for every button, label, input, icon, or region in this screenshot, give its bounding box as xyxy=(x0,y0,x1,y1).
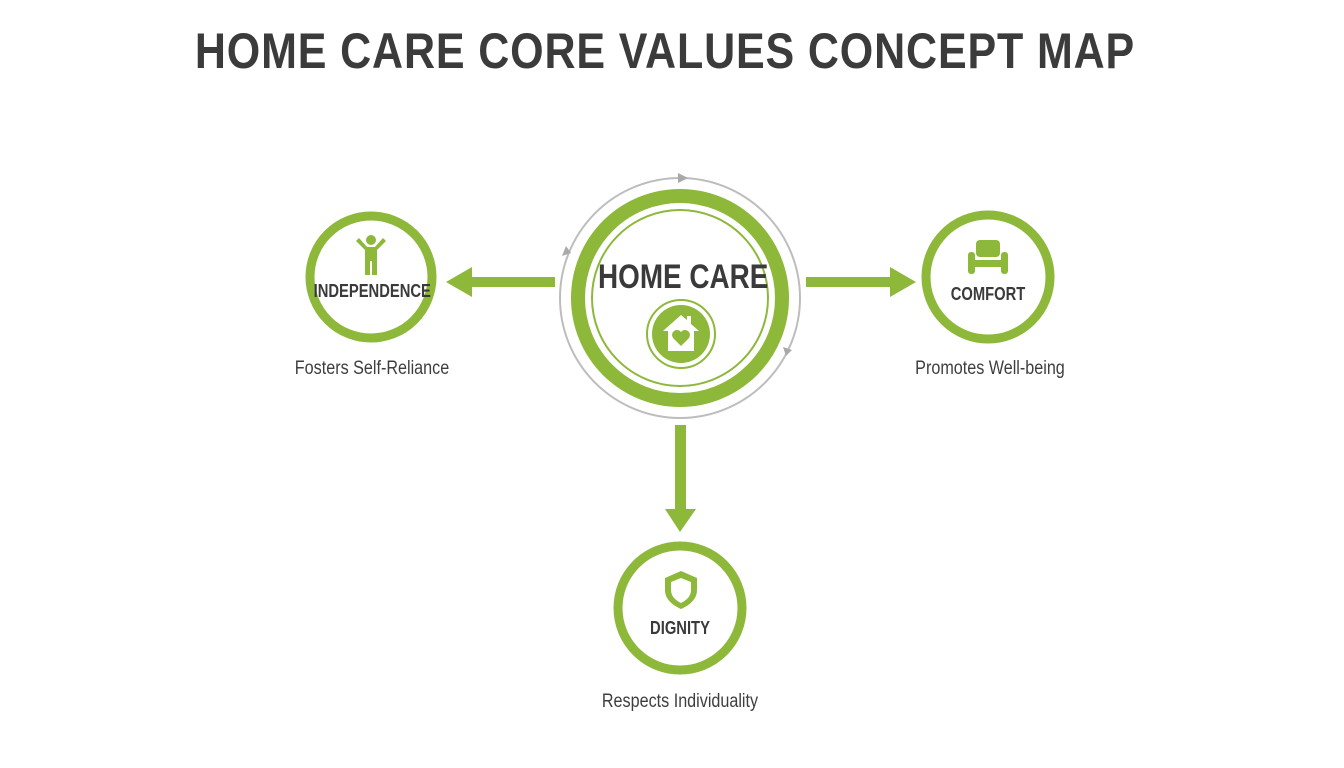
armchair-icon xyxy=(968,240,1008,274)
comfort-node xyxy=(921,210,1055,344)
cycle-arrowhead-icon xyxy=(678,173,688,183)
independence-label: INDEPENDENCE xyxy=(313,281,431,301)
house-heart-icon xyxy=(663,315,699,351)
comfort-description: Promotes Well-being xyxy=(915,358,1065,379)
dignity-label: DIGNITY xyxy=(650,618,710,638)
person-arms-up-icon xyxy=(356,235,386,275)
shield-icon xyxy=(665,571,697,609)
center-label: HOME CARE xyxy=(598,258,769,296)
cycle-arrowhead-icon xyxy=(783,347,792,356)
arrow-to-dignity xyxy=(665,425,696,532)
cycle-ring xyxy=(559,173,801,419)
independence-description: Fosters Self-Reliance xyxy=(294,358,450,379)
arrow-to-independence xyxy=(446,267,555,297)
center-node xyxy=(571,189,789,407)
arrow-to-comfort xyxy=(806,267,916,297)
page-title: HOME CARE CORE VALUES CONCEPT MAP xyxy=(194,23,1136,79)
comfort-label: COMFORT xyxy=(950,284,1026,304)
dignity-description: Respects Individuality xyxy=(601,691,759,712)
dignity-node xyxy=(613,541,747,675)
independence-node xyxy=(305,211,437,343)
cycle-arrowhead-icon xyxy=(562,246,571,256)
